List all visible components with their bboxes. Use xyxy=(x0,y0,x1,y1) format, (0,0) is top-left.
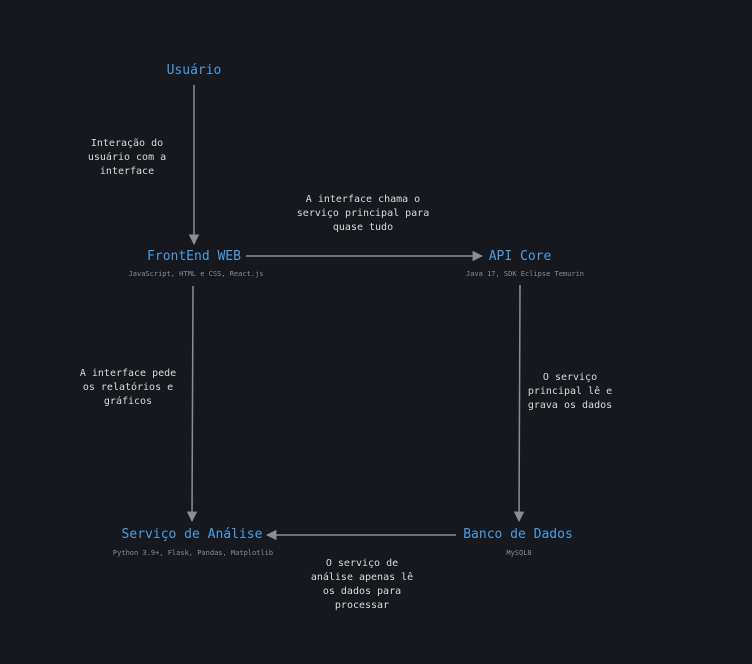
edge-api-banco xyxy=(513,284,525,523)
edge-label-usuario-frontend: Interação do usuário com a interface xyxy=(87,138,167,177)
node-frontend-subtitle: JavaScript, HTML e CSS, React.js xyxy=(128,270,264,278)
node-api-subtitle: Java 17, SDK Eclipse Temurin xyxy=(465,270,585,278)
node-analise-title: Serviço de Análise xyxy=(121,527,263,542)
node-api-title: API Core xyxy=(488,249,552,264)
node-frontend-title: FrontEnd WEB xyxy=(147,249,241,264)
node-analise-subtitle: Python 3.9+, Flask, Pandas, Matplotlib xyxy=(112,549,274,557)
edge-frontend-analise xyxy=(186,285,198,523)
edge-label-analise-banco: O serviço de análise apenas lê os dados … xyxy=(310,558,414,611)
edge-label-frontend-api: A interface chama o serviço principal pa… xyxy=(296,194,430,233)
node-banco-title: Banco de Dados xyxy=(463,527,573,542)
node-usuario-title: Usuário xyxy=(166,63,222,78)
edge-label-frontend-analise: A interface pede os relatórios e gráfico… xyxy=(79,368,177,407)
edge-label-api-banco: O serviço principal lê e grava os dados xyxy=(527,372,613,411)
node-banco-subtitle: MySQL8 xyxy=(506,549,532,557)
